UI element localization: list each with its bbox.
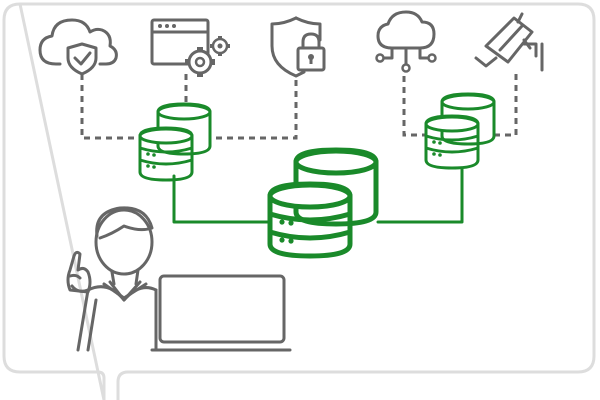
database-icon bbox=[138, 102, 212, 182]
database-icon bbox=[267, 147, 379, 259]
connectors-green bbox=[172, 166, 464, 224]
browser-gears-icon bbox=[150, 18, 230, 77]
cloud-shield-icon bbox=[38, 18, 118, 76]
user-icon bbox=[66, 206, 158, 352]
security-camera-icon bbox=[474, 12, 544, 72]
cloud-network-icon bbox=[375, 10, 437, 73]
laptop-icon bbox=[150, 274, 292, 352]
database-icon bbox=[424, 92, 496, 170]
connectors-left bbox=[80, 74, 298, 140]
connectors-right bbox=[402, 74, 518, 137]
shield-lock-icon bbox=[270, 16, 326, 78]
